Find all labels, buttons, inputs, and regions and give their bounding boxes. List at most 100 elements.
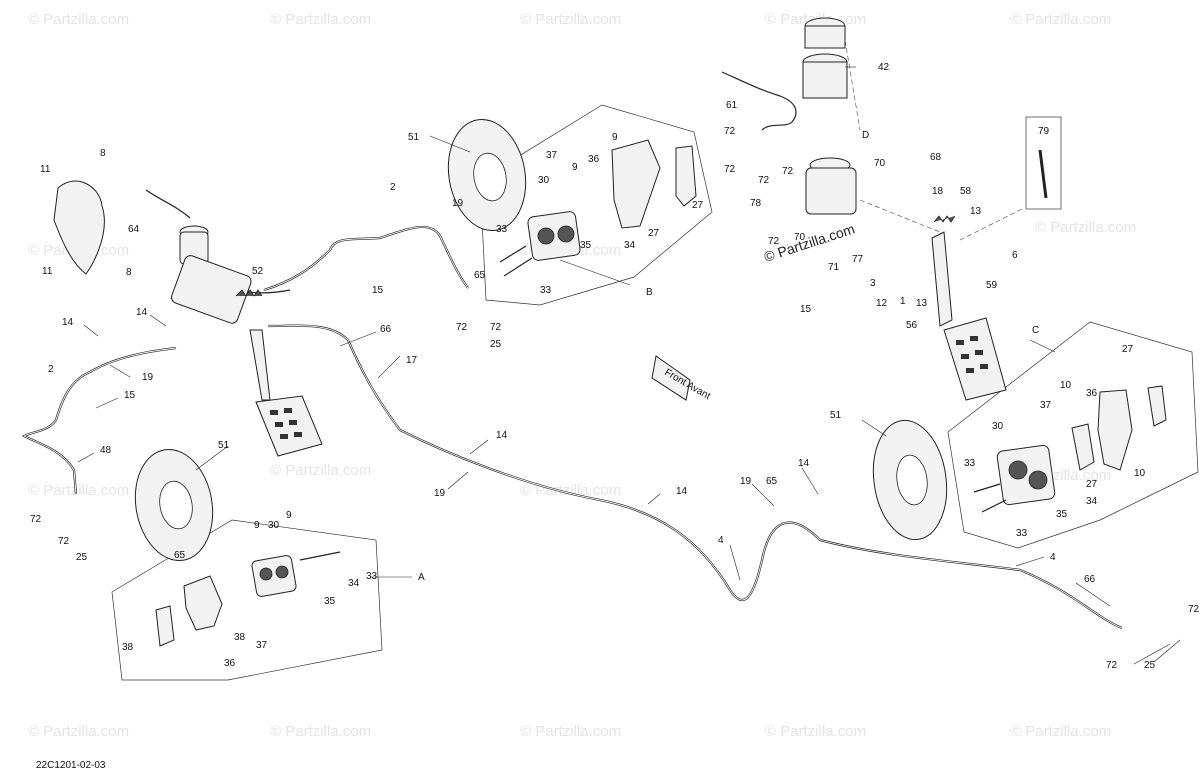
callout-14: 14: [676, 486, 688, 497]
callout-35: 35: [1056, 509, 1068, 520]
callout-leaders: [77, 66, 1181, 665]
parking-brake-cable-61: [721, 71, 797, 131]
leader: [429, 135, 471, 153]
disc-hub: [896, 454, 928, 506]
leader: [1029, 339, 1056, 353]
callout-2: 2: [390, 182, 396, 193]
callout-35: 35: [580, 240, 592, 251]
callout-34: 34: [1086, 496, 1098, 507]
leader: [195, 445, 229, 471]
leader: [109, 364, 131, 378]
watermark: © Partzilla.com: [1010, 11, 1111, 28]
pedal-arm-56: [931, 231, 953, 327]
callout-14: 14: [62, 317, 74, 328]
group-d-label: D: [862, 130, 869, 141]
caliper-assembly-a: [155, 551, 341, 647]
grip: [966, 368, 974, 373]
callout-13: 13: [970, 206, 982, 217]
callout-66: 66: [380, 324, 392, 335]
callout-10: 10: [1134, 468, 1146, 479]
leader: [647, 493, 661, 505]
leader: [959, 207, 1025, 241]
callout-72: 72: [1106, 660, 1118, 671]
callout-36: 36: [224, 658, 236, 669]
leader: [1153, 639, 1181, 663]
callout-72: 72: [58, 536, 70, 547]
bolt-33: [503, 257, 533, 277]
master-cylinder-body: [805, 167, 857, 215]
bolt-33: [981, 499, 1007, 513]
callout-66: 66: [1084, 574, 1096, 585]
leader: [729, 544, 741, 581]
callout-72: 72: [782, 166, 794, 177]
grip: [284, 408, 292, 413]
callout-77: 77: [852, 254, 864, 265]
callout-19: 19: [452, 198, 464, 209]
callout-14: 14: [136, 307, 148, 318]
callout-71: 71: [828, 262, 840, 273]
leader: [801, 467, 819, 495]
heat-shield-64: [53, 180, 105, 275]
piston: [537, 227, 555, 245]
piston: [557, 225, 575, 243]
callout-9: 9: [286, 510, 292, 521]
brake-disc-lower-left: [134, 448, 214, 562]
front-left-brake-hose-19-inner: [23, 347, 177, 495]
callout-25: 25: [490, 339, 502, 350]
leader: [859, 199, 941, 233]
callout-33: 33: [964, 458, 976, 469]
watermark: © Partzilla.com: [765, 723, 866, 740]
grip: [970, 336, 978, 341]
callout-68: 68: [930, 152, 942, 163]
reservoir-cap-body: [804, 25, 846, 49]
pin-79: [1038, 149, 1048, 199]
callout-27: 27: [648, 228, 660, 239]
callout-48: 48: [100, 445, 112, 456]
watermark: © Partzilla.com: [520, 723, 621, 740]
callout-30: 30: [538, 175, 550, 186]
callout-11: 11: [42, 266, 53, 277]
callout-79: 79: [1038, 126, 1050, 137]
caliper-body: [996, 444, 1056, 506]
callout-34: 34: [624, 240, 636, 251]
spring-58: [933, 215, 956, 223]
callout-15: 15: [372, 285, 384, 296]
caliper-assembly-c: [973, 385, 1167, 513]
callout-14: 14: [798, 458, 810, 469]
caliper-assembly-b: [499, 139, 697, 277]
callout-14: 14: [496, 430, 508, 441]
piston: [275, 565, 289, 579]
callout-58: 58: [960, 186, 972, 197]
callout-8: 8: [126, 267, 132, 278]
callout-36: 36: [1086, 388, 1098, 399]
callout-30: 30: [992, 421, 1004, 432]
pedal-pad: [943, 317, 1007, 401]
disc-hub: [473, 152, 507, 202]
leader: [469, 439, 489, 455]
piston: [1008, 460, 1028, 480]
group-79-outline: [1025, 116, 1062, 210]
brake-disc-upper-left: [447, 118, 527, 232]
leader: [559, 259, 631, 286]
callout-38: 38: [234, 632, 246, 643]
group-b-outline: [479, 104, 713, 306]
watermark: © Partzilla.com: [520, 11, 621, 28]
callout-72: 72: [30, 514, 42, 525]
group-a-label: A: [418, 572, 425, 583]
leader: [95, 397, 119, 409]
grip: [270, 410, 278, 415]
front-right-brake-hose-19-inner: [263, 226, 469, 291]
grip: [294, 432, 302, 437]
pedal-pad-grip: [270, 408, 302, 439]
leader: [149, 314, 167, 327]
callout-9: 9: [612, 132, 618, 143]
callout-4: 4: [718, 535, 724, 546]
return-spring: [235, 289, 263, 297]
brake-pad-38: [155, 605, 175, 647]
callout-2: 2: [48, 364, 54, 375]
callout-9: 9: [254, 520, 260, 531]
callout-33: 33: [540, 285, 552, 296]
bolt-33: [299, 551, 341, 561]
callout-27: 27: [1086, 479, 1098, 490]
rear-master-cylinder-assembly: [802, 17, 1048, 401]
